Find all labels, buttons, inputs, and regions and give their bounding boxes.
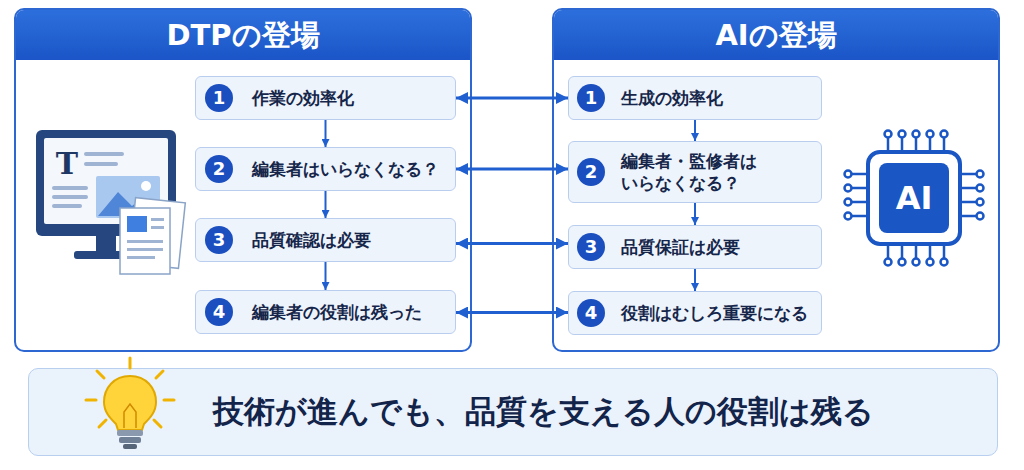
- step-number: 4: [577, 299, 605, 327]
- step-box: 2 編集者はいらなくなる？: [195, 147, 456, 191]
- step-number-text: 2: [205, 155, 233, 183]
- summary-text: 技術が進んでも、品質を支える人の役割は残る: [89, 369, 997, 455]
- step-text: 品質保証は必要: [621, 236, 817, 258]
- step-box: 4 編集者の役割は残った: [195, 290, 456, 334]
- step-number-text: 4: [205, 298, 233, 326]
- step-box: 2 編集者・監修者はいらなくなる？: [568, 141, 822, 203]
- step-text: 作業の効率化: [252, 87, 448, 109]
- section-panel: 1 作業の効率化 2 編集者はいらなくなる？ 3 品質確認は必要 4 編集者の役割は残った DT…: [14, 8, 472, 352]
- section-panel: 1 生成の効率化 2 編集者・監修者はいらなくなる？ 3 品質保証は必要 4 役割はむしろ重要…: [552, 8, 1000, 352]
- step-number-text: 3: [577, 233, 605, 261]
- step-number-text: 4: [577, 299, 605, 327]
- step-number: 3: [205, 226, 233, 254]
- summary-banner: 技術が進んでも、品質を支える人の役割は残る: [28, 368, 998, 456]
- step-number: 1: [577, 84, 605, 112]
- step-box: 4 役割はむしろ重要になる: [568, 291, 822, 335]
- step-number: 1: [205, 84, 233, 112]
- step-text: 編集者はいらなくなる？: [252, 158, 452, 180]
- step-number-text: 2: [577, 158, 605, 186]
- step-box: 1 作業の効率化: [195, 76, 456, 120]
- step-box: 3 品質保証は必要: [568, 225, 822, 269]
- step-number: 3: [577, 233, 605, 261]
- step-number: 2: [577, 158, 605, 186]
- step-number-text: 1: [577, 84, 605, 112]
- step-number-text: 1: [205, 84, 233, 112]
- step-text: 生成の効率化: [621, 87, 817, 109]
- chip-label: AI: [879, 178, 949, 218]
- step-number-text: 3: [205, 226, 233, 254]
- step-text: 役割はむしろ重要になる: [621, 302, 817, 324]
- step-text: 品質確認は必要: [252, 229, 448, 251]
- step-box: 3 品質確認は必要: [195, 218, 456, 262]
- screen-letter: T: [52, 146, 82, 182]
- panel-title: DTPの登場: [16, 10, 470, 60]
- panel-title: AIの登場: [554, 10, 998, 60]
- step-number: 2: [205, 155, 233, 183]
- step-text: 編集者・監修者はいらなくなる？: [621, 150, 771, 194]
- step-number: 4: [205, 298, 233, 326]
- step-text: 編集者の役割は残った: [252, 301, 448, 323]
- step-box: 1 生成の効率化: [568, 76, 822, 120]
